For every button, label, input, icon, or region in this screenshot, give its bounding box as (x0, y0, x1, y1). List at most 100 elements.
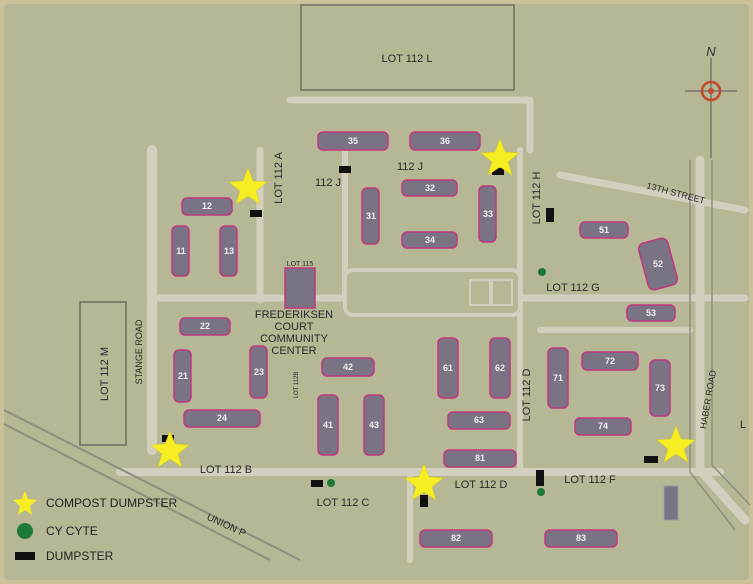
building-83-number: 83 (576, 533, 586, 543)
building-71-number: 71 (553, 373, 563, 383)
lot-112-m (79, 301, 127, 446)
lot-112-m-label: LOT 112 M (99, 347, 111, 401)
dumpster-icon (311, 480, 323, 487)
building-32-number: 32 (425, 183, 435, 193)
green-dot-icon (537, 488, 545, 496)
building-83 (544, 529, 618, 548)
haber-small-building (663, 485, 679, 521)
dumpster-icon (250, 210, 262, 217)
building-33 (478, 185, 497, 243)
building-51-number: 51 (599, 225, 609, 235)
compass-north-label: N (706, 44, 716, 59)
building-73-number: 73 (655, 383, 665, 393)
legend-compost: COMPOST DUMPSTER (12, 490, 177, 516)
building-72-number: 72 (605, 356, 615, 366)
building-82-number: 82 (451, 533, 461, 543)
dumpster-icon (420, 495, 428, 507)
building-51 (579, 221, 629, 239)
community-center-line3: COMMUNITY (260, 333, 328, 345)
building-33-number: 33 (483, 209, 493, 219)
building-24 (183, 409, 261, 428)
building-31-number: 31 (366, 211, 376, 221)
green-dot-icon (17, 523, 33, 539)
community-center-building (284, 267, 316, 309)
building-22-number: 22 (200, 321, 210, 331)
building-21 (173, 349, 192, 403)
lot-112-c-label: LOT 112 C (317, 497, 370, 509)
dumpster-icon (536, 470, 544, 486)
building-36-number: 36 (440, 136, 450, 146)
buildings (171, 131, 679, 548)
building-74-number: 74 (598, 421, 608, 431)
legend-dumpster: DUMPSTER (12, 549, 113, 563)
building-21-number: 21 (178, 371, 188, 381)
star-icon (404, 463, 444, 501)
building-34 (401, 231, 458, 249)
lot-112-l (300, 4, 515, 91)
building-71 (547, 347, 569, 409)
building-81 (443, 449, 517, 468)
lot-112-d-label: LOT 112 D (455, 479, 508, 491)
stange-road-label: STANGE ROAD (134, 319, 144, 384)
building-13-number: 13 (224, 246, 234, 256)
building-81-number: 81 (475, 453, 485, 463)
building-22 (179, 317, 231, 336)
star-icon (480, 138, 520, 176)
lot-112-l-label: LOT 112 L (382, 53, 433, 65)
building-24-number: 24 (217, 413, 227, 423)
lot-112-d-vertical-label: LOT 112 D (521, 369, 533, 422)
community-center-line1: FREDERIKSEN (255, 309, 333, 321)
star-icon (228, 167, 268, 205)
compost-stars (150, 138, 696, 501)
compass: N (685, 44, 737, 158)
building-42 (321, 357, 375, 377)
lot-112-h-label: LOT 112 H (531, 172, 543, 225)
building-73 (649, 359, 671, 417)
building-12-number: 12 (202, 201, 212, 211)
building-62-number: 62 (495, 363, 505, 373)
building-61-number: 61 (443, 363, 453, 373)
legend-cycyte: CY CYTE (12, 522, 98, 540)
haber-road-edge (689, 160, 736, 531)
building-74 (574, 417, 632, 436)
green-dot-icon (327, 479, 335, 487)
building-53-number: 53 (646, 308, 656, 318)
building-41 (317, 394, 339, 456)
building-52-number: 52 (653, 259, 663, 269)
building-11-number: 11 (176, 246, 186, 256)
building-11 (171, 225, 190, 277)
building-63-number: 63 (474, 415, 484, 425)
lot-112-f-label: LOT 112 F (564, 474, 616, 486)
lot-112-j2-label: 112 J (315, 177, 341, 189)
legend-cycyte-label: CY CYTE (46, 524, 98, 538)
building-34-number: 34 (425, 235, 435, 245)
central-parking (343, 268, 522, 317)
community-center-line4: CENTER (271, 345, 316, 357)
lot-112b-small-label: LOT 112B (294, 372, 300, 399)
building-23-number: 23 (254, 367, 264, 377)
lot-112-j-label: 112 J (397, 161, 423, 173)
building-43 (363, 394, 385, 456)
building-13 (219, 225, 238, 277)
community-center-line2: COURT (275, 321, 314, 333)
building-62 (489, 337, 511, 399)
building-61 (437, 337, 459, 399)
star-icon (150, 430, 190, 468)
building-35-number: 35 (348, 136, 358, 146)
lot-112-b-label: LOT 112 B (200, 464, 252, 476)
star-icon (656, 425, 696, 463)
building-43-number: 43 (369, 420, 379, 430)
cy-cyte-markers (327, 268, 546, 496)
building-53 (626, 304, 676, 322)
building-35 (317, 131, 389, 151)
legend-dumpster-label: DUMPSTER (46, 549, 114, 563)
lot-115-label: LOT 115 (287, 261, 314, 268)
building-31 (361, 187, 380, 245)
green-dot-icon (538, 268, 546, 276)
building-72 (581, 351, 639, 371)
building-52 (637, 237, 679, 291)
building-41-number: 41 (323, 420, 333, 430)
building-32 (401, 179, 458, 197)
building-12 (181, 197, 233, 216)
